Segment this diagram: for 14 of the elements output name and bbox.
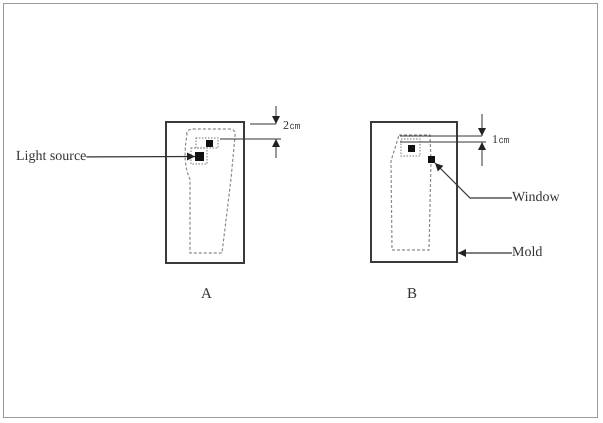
panel-caption: A: [201, 286, 212, 302]
square-marker-icon: [195, 152, 204, 161]
leader-arrow: [86, 152, 195, 161]
mold-outline: [165, 121, 245, 264]
callout-label: Window: [512, 190, 560, 206]
callout-label: Light source: [16, 149, 86, 165]
dimension-label: 1㎝: [492, 131, 510, 147]
mold-outline: [370, 121, 458, 263]
callout-label: Mold: [512, 245, 542, 261]
panel-caption: B: [407, 286, 418, 302]
square-marker-icon: [428, 156, 435, 163]
leader-arrow: [458, 249, 512, 257]
leader-arrow: [434, 162, 512, 199]
dimension-label: 2㎝: [283, 117, 301, 133]
